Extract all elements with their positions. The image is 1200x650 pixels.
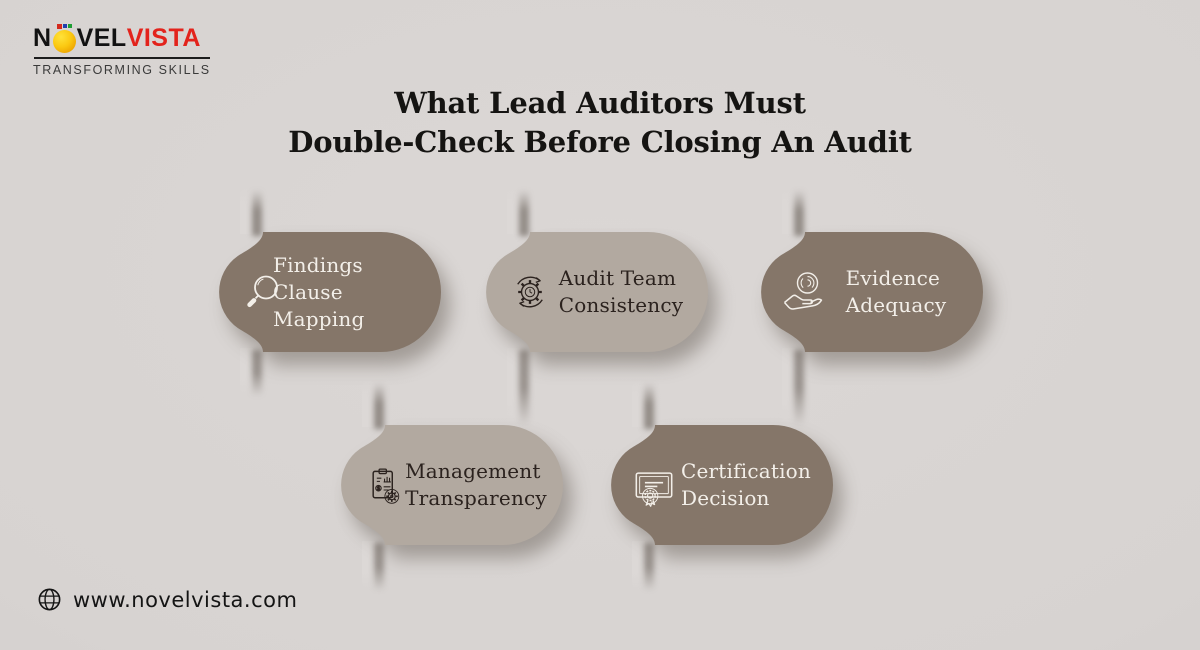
pill-shape xyxy=(341,425,563,545)
pill-shape xyxy=(611,425,833,545)
certificate-icon xyxy=(632,464,676,508)
item-label: Management Transparency xyxy=(395,425,557,545)
ribbon-bottom-shadow xyxy=(794,350,804,426)
item-label: Evidence Adequacy xyxy=(815,232,977,352)
pill-shape xyxy=(486,232,708,352)
item-label: Findings Clause Mapping xyxy=(273,232,435,352)
pill-shape xyxy=(761,232,983,352)
logo-pixel-blue-icon xyxy=(62,24,67,28)
page-title-line2: Double-Check Before Closing An Audit xyxy=(288,125,912,159)
page-title-line1: What Lead Auditors Must xyxy=(394,86,806,120)
clipboard-gear-icon: $ xyxy=(365,465,405,505)
ribbon-bottom xyxy=(507,348,520,424)
ribbon-top xyxy=(362,381,375,427)
ribbon-top-shadow xyxy=(644,383,654,429)
ribbon-top-shadow xyxy=(252,190,262,236)
ribbon-bottom xyxy=(240,348,253,394)
item-evidence-adequacy: Evidence Adequacy xyxy=(761,188,983,426)
ribbon-top xyxy=(507,188,520,234)
svg-text:$: $ xyxy=(377,486,381,492)
brand-name-n: N xyxy=(33,24,52,52)
logo-pixel-red-icon xyxy=(56,24,62,29)
logo-divider xyxy=(34,57,210,59)
pill-shape xyxy=(219,232,441,352)
page-title: What Lead Auditors Must Double-Check Bef… xyxy=(0,84,1200,162)
item-label-line2: Decision xyxy=(680,486,770,510)
item-label-line1: Audit Team xyxy=(558,266,677,290)
magnifier-icon xyxy=(243,272,283,312)
item-label-line1: Certification xyxy=(680,459,811,483)
globe-icon xyxy=(36,586,63,613)
website-url: www.novelvista.com xyxy=(73,587,298,612)
item-audit-team-consistency: Audit Team Consistency xyxy=(486,188,708,426)
ribbon-bottom-shadow xyxy=(252,350,262,396)
item-label: Certification Decision xyxy=(665,425,827,545)
ribbon-bottom xyxy=(632,541,645,589)
brand-tagline: TRANSFORMING SKILLS xyxy=(33,63,211,77)
item-management-transparency: $ Management Transparency xyxy=(341,381,563,591)
ribbon-top xyxy=(782,188,795,234)
item-certification-decision: Certification Decision xyxy=(611,381,833,591)
item-label-line2: Adequacy xyxy=(845,293,947,317)
item-findings-clause-mapping: Findings Clause Mapping xyxy=(219,188,441,396)
item-label-line2: Consistency xyxy=(558,293,684,317)
ribbon-bottom-shadow xyxy=(644,543,654,591)
website-bar: www.novelvista.com xyxy=(36,586,297,613)
item-label-line1: Management xyxy=(405,459,541,483)
ribbon-bottom xyxy=(782,348,795,424)
ribbon-bottom-shadow xyxy=(519,350,529,426)
hand-fingerprint-icon xyxy=(781,270,827,316)
ribbon-top xyxy=(240,188,253,234)
item-label: Audit Team Consistency xyxy=(540,232,702,352)
item-label-line2: Transparency xyxy=(405,486,547,510)
logo-ball-icon xyxy=(52,24,76,53)
ribbon-bottom-shadow xyxy=(374,543,384,591)
item-label-line1: Evidence xyxy=(845,266,941,290)
ribbon-top xyxy=(632,381,645,427)
ribbon-bottom xyxy=(362,541,375,589)
logo-pixel-green-icon xyxy=(67,24,72,28)
gear-cycle-icon xyxy=(510,272,550,312)
ribbon-top-shadow xyxy=(794,190,804,236)
item-label-line2: Mapping xyxy=(273,306,365,331)
ribbon-top-shadow xyxy=(519,190,529,236)
brand-name-vel: VEL xyxy=(76,24,127,52)
item-label-line1: Findings Clause xyxy=(273,252,363,304)
ribbon-top-shadow xyxy=(374,383,384,429)
brand-name-vista: VISTA xyxy=(126,24,201,52)
